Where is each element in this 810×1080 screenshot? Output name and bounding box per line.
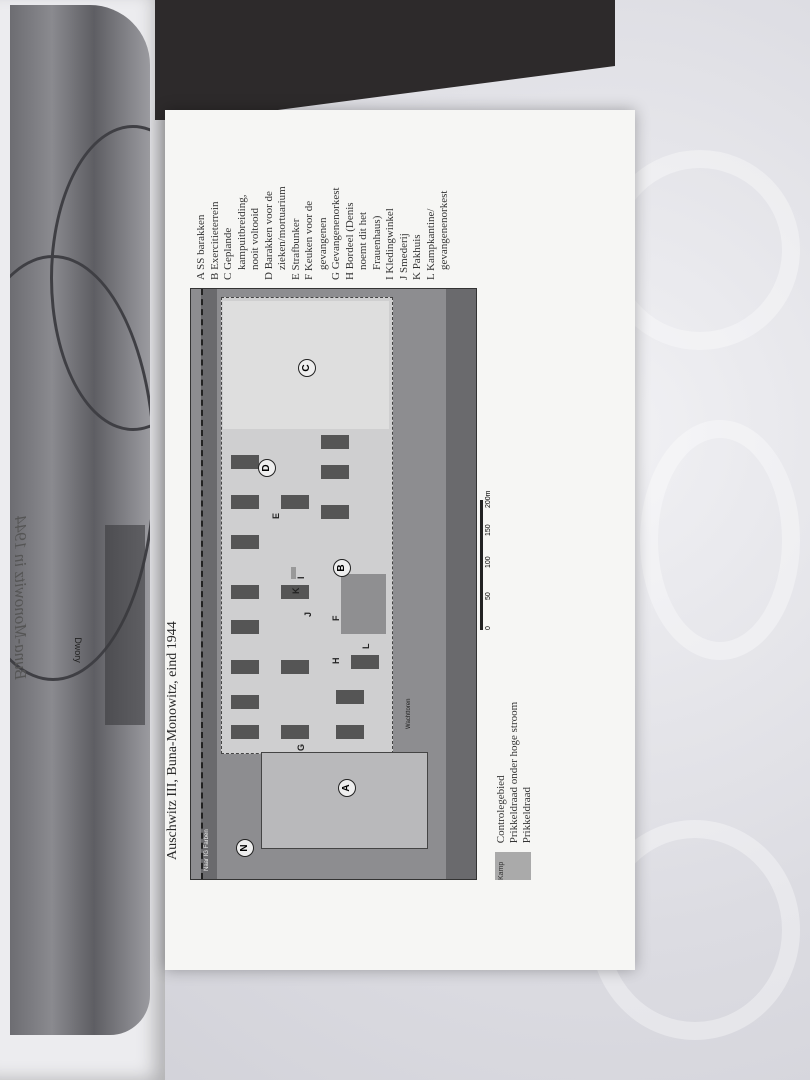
legend-line: noemt dit het — [357, 211, 369, 270]
legend-line: F Keuken voor de — [303, 200, 315, 280]
label-l: L — [361, 643, 371, 650]
book-gutter-shadow — [155, 0, 615, 120]
legend-line: A SS barakken — [195, 214, 207, 280]
map-key: Kamp Controlegebied Prikkeldraad onder h… — [495, 702, 534, 880]
key-item: Prikkeldraad onder hoge stroom — [508, 701, 520, 844]
legend-line: L Kampkantine/ — [424, 208, 437, 280]
map-label: Dwory — [72, 637, 83, 663]
label-i: I — [296, 576, 306, 579]
legend-line: D Barakken voor de — [262, 191, 275, 280]
legend-line: J Smederij — [397, 233, 410, 280]
scale-tick: 0 — [485, 626, 492, 630]
scale-tick: 100 — [485, 556, 492, 568]
outer-strip — [446, 289, 476, 879]
scale-bar: 0 50 100 150 200m — [480, 490, 504, 630]
key-item: Prikkeldraad — [521, 787, 533, 844]
scale-tick: 200m — [485, 490, 492, 508]
barrack — [351, 655, 379, 669]
right-book-page: Auschwitz III, Buna-Monowitz, eind 1944 … — [165, 110, 635, 970]
camp-swatch: Kamp — [495, 852, 531, 880]
legend-line: zieken/mortuarium — [276, 186, 288, 270]
legend-line: H Bordeel (Denis — [343, 202, 356, 280]
map-caption: Auschwitz III, Buna-Monowitz, eind 1944 — [165, 621, 180, 860]
label-f: F — [331, 615, 341, 622]
left-area-map: Dwory — [10, 5, 150, 1035]
ss-area — [261, 752, 428, 849]
camp-map: Naar IG Farben A B C D E F G H I J — [190, 288, 477, 880]
barrack — [321, 505, 349, 519]
key-item: Controlegebied — [495, 775, 507, 844]
label-e: E — [271, 512, 281, 519]
left-book-page: Dwory Buna-Monowitz in 1944 — [0, 0, 165, 1080]
barrack — [231, 455, 259, 469]
legend-line: kampuitbreiding, — [235, 194, 248, 270]
label-j: J — [303, 611, 313, 617]
marker-c: C — [298, 359, 316, 377]
label-h: H — [331, 657, 341, 665]
kitchen-block — [341, 574, 386, 634]
legend-line: C Geplande — [222, 227, 234, 280]
legend-line: nooit voltooid — [249, 207, 261, 270]
legend-line: Frauenhaus) — [370, 215, 383, 270]
barrack — [231, 725, 259, 739]
legend-line: gevangenen — [316, 217, 329, 270]
barrack — [281, 495, 309, 509]
marker-b: B — [333, 559, 351, 577]
label-k: K — [291, 587, 301, 595]
scale-tick: 50 — [485, 592, 492, 600]
legend-line: E Strafbunker — [289, 218, 302, 280]
marker-d: D — [258, 459, 276, 477]
barrack — [321, 435, 349, 449]
barrack — [231, 585, 259, 599]
cloth-pattern — [640, 420, 800, 660]
marker-a: A — [338, 779, 356, 797]
north-arrow-icon: N — [236, 839, 254, 857]
label-g: G — [296, 743, 306, 751]
barrack — [321, 465, 349, 479]
legend-line: K Pakhuis — [411, 234, 423, 280]
factory-area — [105, 525, 145, 725]
barrack — [231, 495, 259, 509]
scale-line — [480, 500, 483, 630]
left-page-title: Buna-Monowitz in 1944 — [11, 515, 30, 680]
barrack — [231, 620, 259, 634]
barrack — [281, 725, 309, 739]
barrack — [281, 660, 309, 674]
map-legend: A SS barakken B Exercitieterrein C Gepla… — [195, 115, 452, 280]
road — [201, 289, 217, 879]
barrack — [336, 725, 364, 739]
legend-line: I Kledingwinkel — [384, 208, 396, 280]
barrack — [336, 690, 364, 704]
barrack — [231, 535, 259, 549]
legend-line: gevangenenorkest — [438, 190, 450, 270]
barrack — [231, 695, 259, 709]
legend-line: B Exercitieterrein — [208, 201, 221, 281]
legend-line: G Gevangenenorkest — [330, 187, 342, 280]
road-label: Naar IG Farben — [204, 829, 210, 871]
scale-tick: 150 — [485, 524, 492, 536]
barrack — [231, 660, 259, 674]
guard-label: Wachttoren — [406, 698, 412, 729]
